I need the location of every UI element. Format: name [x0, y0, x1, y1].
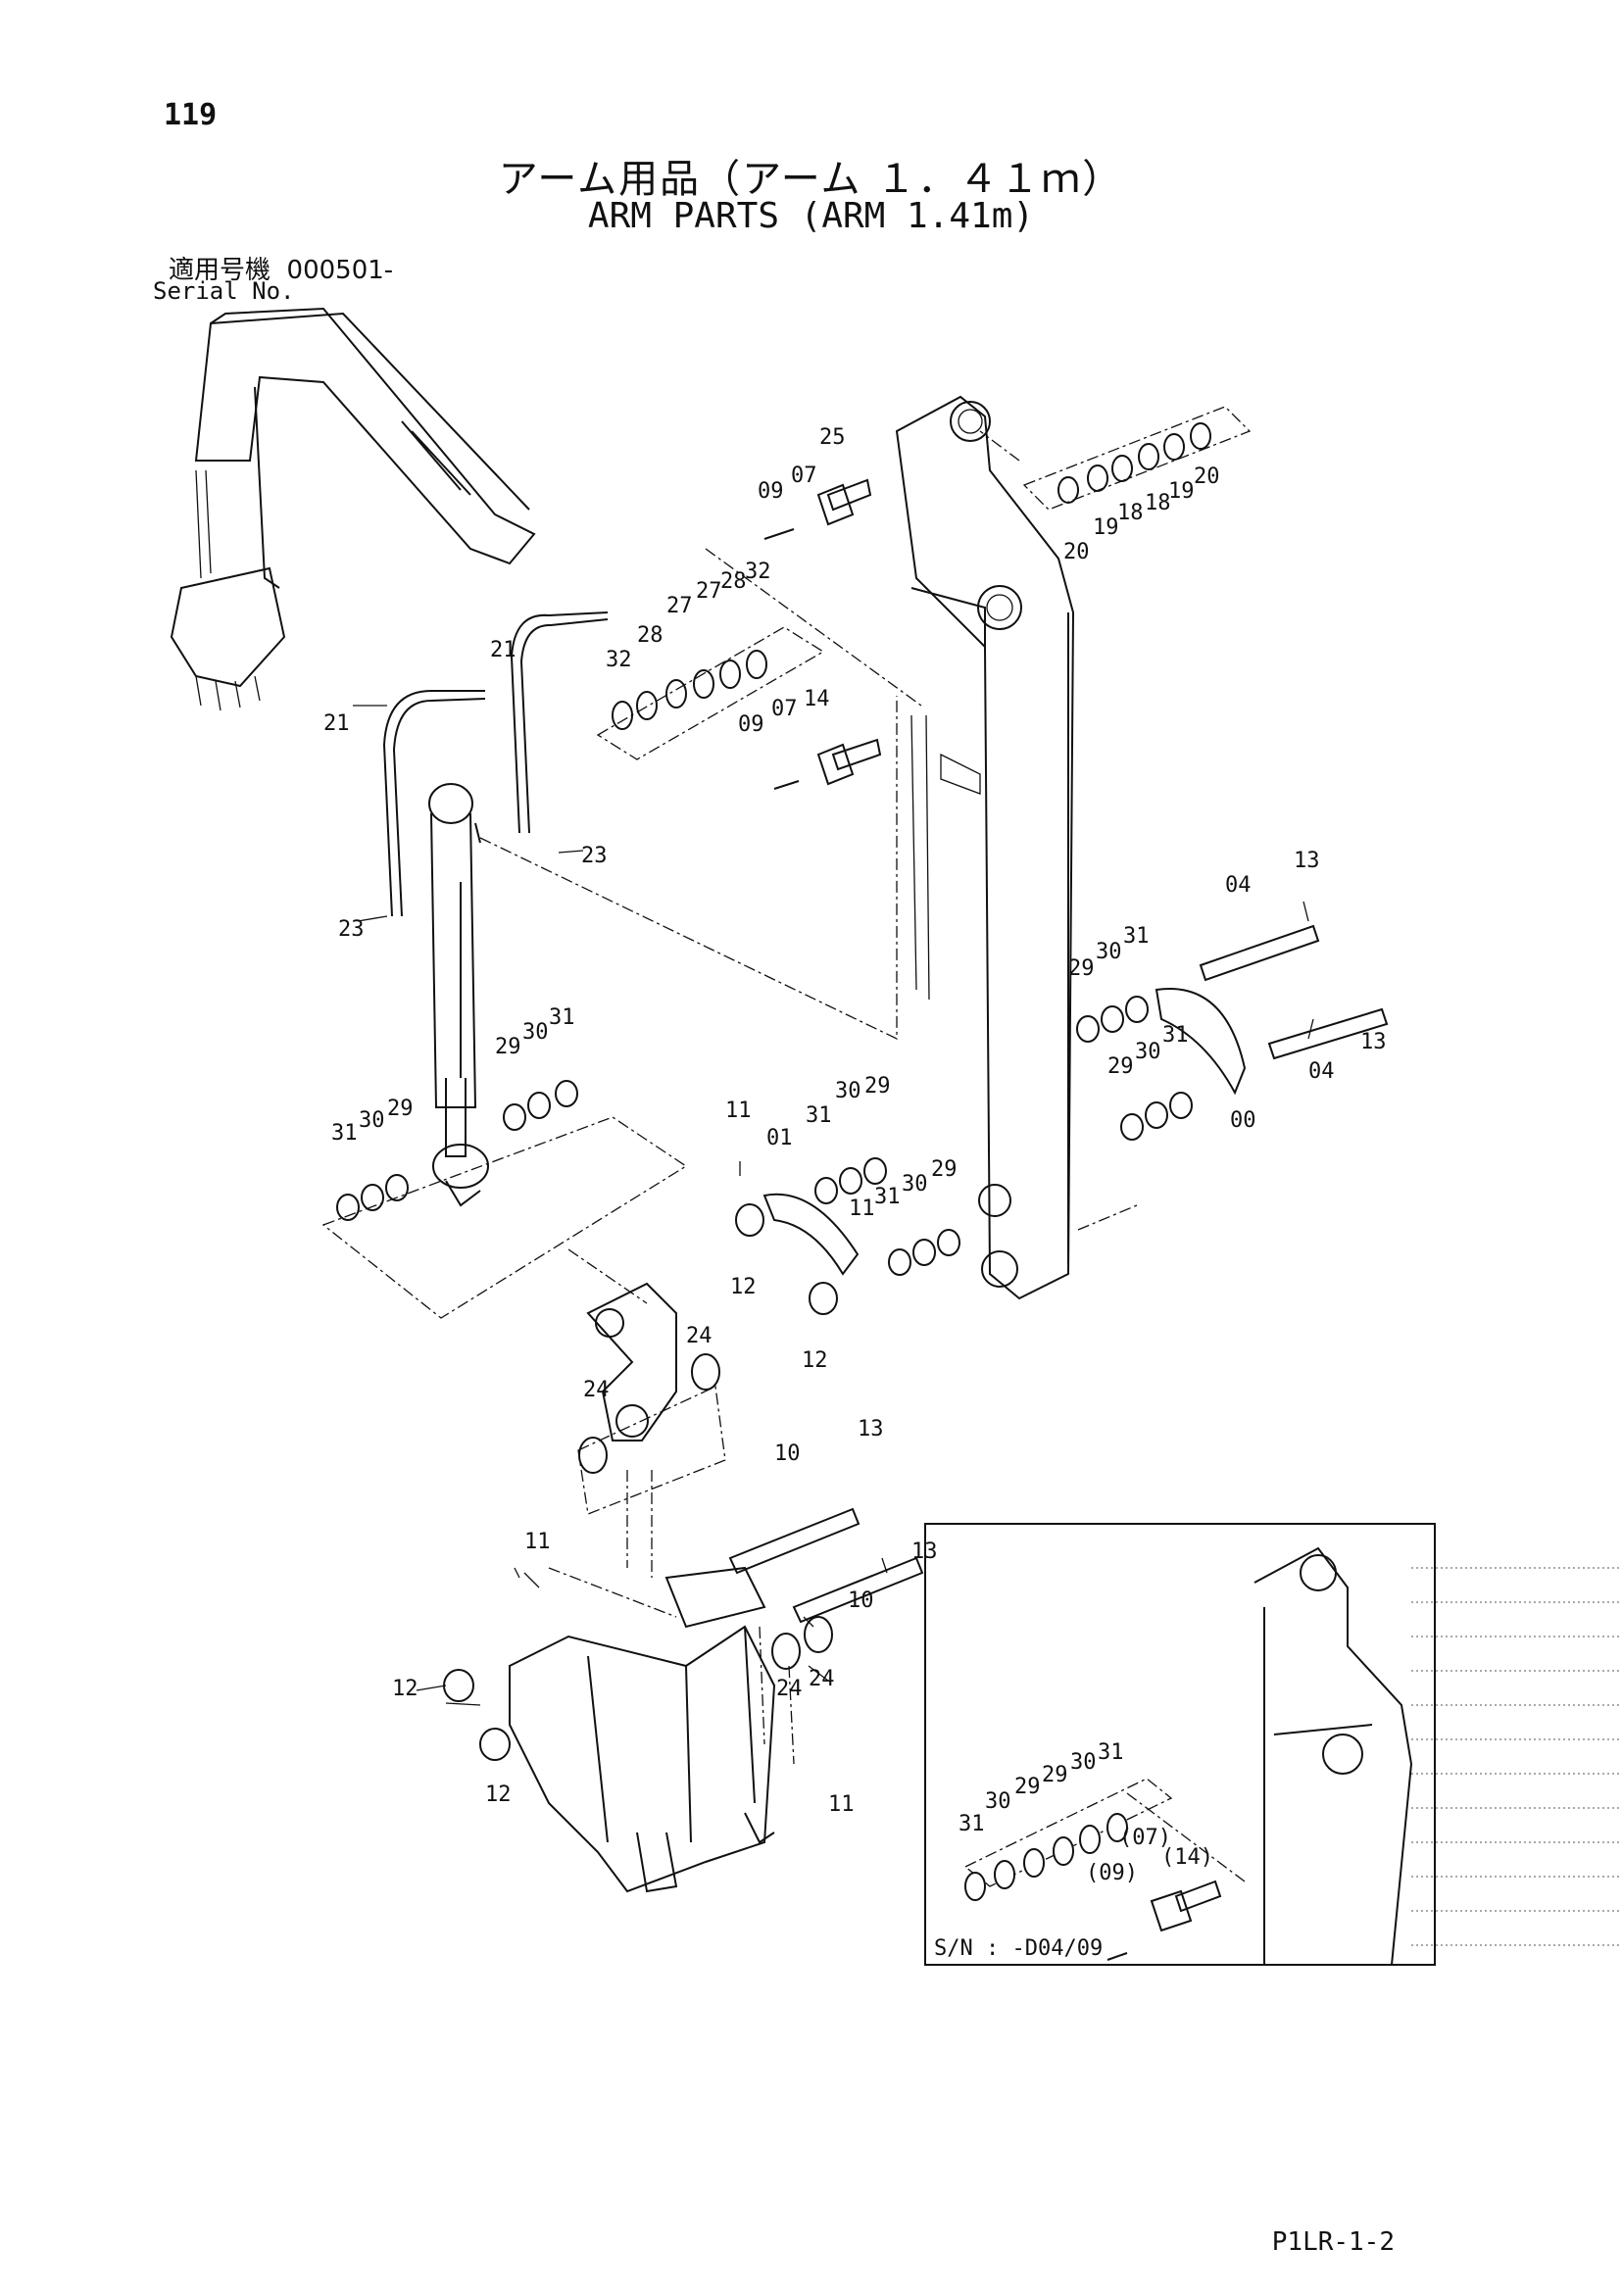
callout-09-top: 09 [758, 479, 784, 504]
callout-31-cyl: 31 [549, 1005, 575, 1030]
callout-04-top: 04 [1225, 873, 1252, 898]
callout-30-r1: 30 [1096, 940, 1122, 964]
serial-number-value: 000501- [286, 256, 394, 285]
page-number: 119 [164, 98, 218, 132]
link-brackets [762, 988, 1247, 1276]
callout-14: 14 [804, 687, 830, 711]
callout-31-inset-r: 31 [1098, 1740, 1124, 1765]
callout-29-r2: 29 [1107, 1054, 1134, 1079]
callout-18-right: 18 [1145, 491, 1171, 515]
pins [728, 478, 1389, 1624]
callout-30-cyl: 30 [522, 1020, 549, 1045]
callout-30-link2: 30 [902, 1172, 928, 1197]
assembly-leader-lines [321, 406, 1252, 1765]
pin-brackets [763, 483, 855, 790]
hydraulic-hoses [382, 611, 609, 917]
callout-30-low: 30 [359, 1108, 385, 1133]
callout-13-right: 13 [1360, 1030, 1387, 1054]
callout-11-low: 11 [524, 1530, 551, 1554]
callout-04-right: 04 [1308, 1059, 1335, 1084]
callout-20-right: 20 [1194, 464, 1220, 489]
callout-12-b: 12 [802, 1348, 828, 1373]
callout-24-low-right: 24 [809, 1667, 835, 1691]
excavator-overview-illustration [170, 307, 536, 711]
washer-shim-stacks [336, 422, 1211, 1761]
callout-18-left: 18 [1117, 501, 1144, 525]
callout-24-right: 24 [686, 1324, 713, 1348]
document-code: P1LR-1-2 [1271, 2227, 1395, 2257]
callout-19-right: 19 [1168, 479, 1195, 504]
callout-20-left: 20 [1063, 540, 1090, 564]
callout-01: 01 [766, 1126, 793, 1150]
callout-00: 00 [1230, 1108, 1256, 1133]
inset-alternative-detail [924, 1523, 1622, 1966]
callout-23-left: 23 [338, 917, 365, 942]
page-title-english: ARM PARTS (ARM 1.41m) [587, 196, 1035, 236]
callout-07-mid: 07 [771, 697, 798, 721]
callout-25: 25 [819, 425, 846, 450]
callout-13-mid: 13 [858, 1417, 884, 1441]
callout-19-left: 19 [1093, 515, 1119, 540]
callout-29-cyl: 29 [495, 1035, 521, 1059]
callout-29-low: 29 [387, 1097, 414, 1121]
callout-27-a: 27 [696, 579, 722, 604]
serial-label-japanese: 適用号機 000501- [169, 250, 393, 286]
callout-21-left: 21 [323, 711, 350, 736]
callout-31-r1: 31 [1123, 924, 1150, 949]
callout-11-link: 11 [849, 1197, 875, 1221]
callout-11-bucket: 11 [828, 1792, 855, 1817]
callout-29-r1: 29 [1068, 956, 1095, 981]
callout-31-low: 31 [331, 1121, 358, 1146]
callout-30-inset-r: 30 [1070, 1750, 1097, 1775]
callout-31-link: 31 [806, 1103, 832, 1128]
inset-serial-note: S/N : -D04/09 [934, 1936, 1103, 1961]
callout-13-top: 13 [1294, 849, 1320, 873]
callout-11-mid: 11 [725, 1099, 752, 1123]
callout-31-inset-l: 31 [958, 1812, 985, 1836]
callout-12-d: 12 [485, 1783, 512, 1807]
page-title-japanese: アーム用品（アーム １．４１ｍ） [498, 157, 1124, 202]
callout-29-inset-r: 29 [1042, 1763, 1068, 1787]
callout-28-a: 28 [720, 569, 747, 594]
arm-main-body [895, 395, 1075, 1300]
callout-30-r2: 30 [1135, 1040, 1161, 1064]
callout-29-inset-l: 29 [1014, 1775, 1041, 1799]
callout-leaders [353, 705, 1314, 1706]
serial-label-english: Serial No. [153, 277, 295, 305]
callout-30-link: 30 [835, 1079, 861, 1103]
callout-29-link: 29 [864, 1074, 891, 1099]
callout-13-low: 13 [911, 1539, 938, 1564]
callout-12-a: 12 [730, 1275, 757, 1299]
callout-21-top: 21 [490, 638, 516, 662]
callout-12-c: 12 [392, 1677, 418, 1701]
callout-14-inset: (14) [1161, 1845, 1213, 1870]
callout-32-a: 32 [745, 560, 771, 584]
callout-27-b: 27 [666, 594, 693, 618]
callout-31-r2: 31 [1162, 1023, 1189, 1048]
callout-24-low-left: 24 [776, 1677, 803, 1701]
callout-07-inset: (07) [1119, 1826, 1171, 1850]
callout-07-top: 07 [791, 464, 817, 488]
callout-labels: 25 07 09 32 28 27 27 28 32 20 19 18 18 1… [323, 425, 1387, 1961]
callout-10-low: 10 [848, 1588, 874, 1613]
callout-28-b: 28 [637, 623, 664, 648]
callout-31-link2: 31 [874, 1185, 901, 1209]
callout-23-right: 23 [581, 844, 608, 868]
callout-10-top: 10 [774, 1441, 801, 1466]
arm-cylinder [428, 783, 489, 1207]
callout-29-link2: 29 [931, 1157, 958, 1182]
callout-09-inset: (09) [1086, 1861, 1138, 1885]
callout-30-inset-l: 30 [985, 1789, 1011, 1814]
bucket-link [586, 1282, 677, 1441]
serial-label-ja-text: 適用号機 [169, 256, 271, 285]
callout-24-left: 24 [583, 1378, 610, 1402]
callout-09-mid: 09 [738, 712, 764, 737]
callout-32-b: 32 [606, 648, 632, 672]
bucket [509, 1566, 776, 1893]
